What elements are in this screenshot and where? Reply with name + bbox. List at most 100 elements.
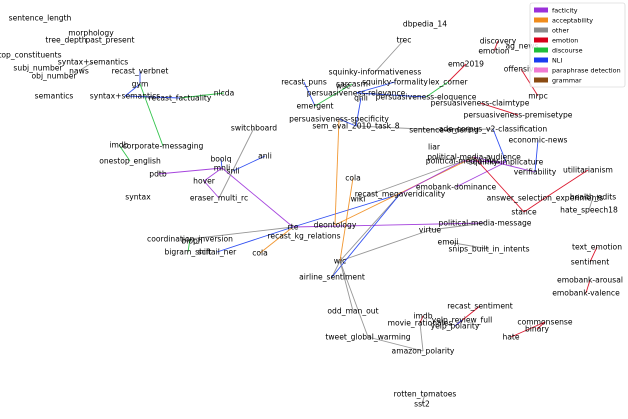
- node-label-snips: snips_built_in_intents: [448, 245, 529, 254]
- edge-rte-cola_2: [259, 226, 294, 254]
- node-label-political_media_audience: political-media-audience: [427, 153, 521, 162]
- edge-hover-eraser_multi_rc: [203, 180, 220, 199]
- node-label-amazon_polarity: amazon_polarity: [392, 347, 455, 356]
- edge-political_media_audience-verifiability: [473, 156, 536, 173]
- edge-sentence_ordering-ade_classification: [443, 128, 494, 131]
- node-label-biopho: bioph: [181, 237, 202, 246]
- edge-political_media_audience-stance: [473, 156, 525, 213]
- node-label-wiki: wiki: [351, 195, 366, 204]
- node-label-qnli: qnli: [354, 94, 368, 103]
- edge-recast_puns-emergent: [303, 81, 316, 107]
- node-label-squinky_informativeness: squinky-informativeness: [329, 68, 422, 77]
- edge-health_edits-hate_speech18: [588, 196, 594, 211]
- edge-yelp_review_full-yelp_polarity: [454, 319, 463, 327]
- node-label-odd_man_out: odd_man_out: [327, 307, 378, 316]
- node-label-nlcda: nlcda: [214, 89, 235, 98]
- node-label-utilitarianism: utilitarianism: [563, 166, 613, 175]
- node-label-verifiability: verifiability: [514, 168, 557, 177]
- node-label-emoji: emoji: [438, 238, 459, 247]
- node-label-naws: naws: [69, 67, 89, 76]
- node-label-emobank_arousal: emobank-arousal: [557, 276, 623, 285]
- node-label-emobank_dominance: emobank-dominance: [416, 183, 497, 192]
- node-label-commonsense: commonsense: [517, 318, 572, 327]
- node-label-sentence_length: sentence_length: [9, 14, 72, 23]
- edge-syntax_semantics_1-naws: [78, 61, 94, 72]
- edge-utilitarianism-answer_selection: [544, 169, 589, 199]
- node-label-ner: scitail_ner: [198, 248, 237, 257]
- edge-nlcda-recast_factuality: [179, 92, 225, 99]
- node-label-ade_classification: ade_corpus_v2-classification: [439, 125, 548, 134]
- edge-persuasiveness_specificity-sem_eval: [338, 118, 357, 127]
- node-label-stance: stance: [511, 208, 537, 217]
- edge-cola-wic: [339, 177, 354, 262]
- edge-odd_man_out-wic: [339, 260, 354, 312]
- node-label-bigram_shift: bigram_shift: [164, 248, 211, 257]
- edge-recast_factuality-syntax_semantics_2: [124, 95, 181, 99]
- node-label-deontology: deontology: [314, 221, 357, 230]
- legend-label-grammar: grammar: [552, 77, 582, 85]
- node-label-sst2: sst2: [414, 400, 430, 409]
- edge-wiki-political_media_audience: [357, 156, 475, 200]
- node-label-onestop_english: onestop_english: [99, 157, 161, 166]
- legend-swatch-NLI: [534, 57, 548, 63]
- edge-wic-airline_sentiment: [331, 260, 341, 278]
- node-label-offensive: offensive: [504, 65, 539, 74]
- edge-gym-syntax_semantics_2: [124, 83, 141, 97]
- edge-persuasiveness_claimtype-persuasiveness_premisetype: [479, 102, 519, 116]
- node-label-anli: anli: [258, 152, 272, 161]
- node-label-semantics: semantics: [35, 92, 74, 101]
- edge-deontology-persuasiveness_specificity: [334, 118, 340, 226]
- edge-layer: [78, 39, 598, 405]
- legend-swatch-grammar: [534, 77, 548, 83]
- legend-label-other: other: [552, 27, 569, 35]
- node-label-discovery: discovery: [480, 37, 517, 46]
- node-label-mrpc: mrpc: [528, 92, 548, 101]
- edge-ner-rte: [216, 226, 294, 253]
- node-label-sentence_ordering: sentence-ordering: [409, 126, 479, 135]
- edge-hover-mnli: [203, 167, 223, 182]
- node-label-tweet_global_warming: tweet_global_warming: [325, 333, 410, 342]
- node-label-persuasiveness_premisetype: persuasiveness-premisetype: [464, 111, 573, 120]
- edge-emobank_arousal-emobank_valence: [585, 279, 591, 294]
- node-label-health_edits: health_edits: [570, 193, 616, 202]
- edge-verifiability-economic_news: [534, 139, 539, 173]
- edge-mnli-pdtb: [157, 167, 223, 175]
- node-label-persuasiveness_claimtype: persuasiveness-claimtype: [431, 99, 530, 108]
- node-label-virtue: virtue: [419, 226, 442, 235]
- edge-commonsense-hate: [510, 321, 546, 338]
- node-label-sentiment_1: sentiment: [571, 258, 609, 267]
- node-label-hover: hover: [193, 177, 216, 186]
- edge-emoji-snips: [447, 241, 490, 250]
- node-label-cola_2: cola: [252, 249, 268, 258]
- node-label-recast_puns: recast_puns: [281, 78, 327, 87]
- edge-tweet_global_warming-amazon_polarity: [367, 336, 424, 352]
- edge-mnli-rte: [221, 167, 294, 228]
- edge-imdb_1-onestop_english: [118, 144, 131, 162]
- edge-rte-recast_megaveridicality: [292, 193, 401, 228]
- legend-label-acceptability: acceptability: [552, 17, 593, 25]
- edge-switchboard-eraser_multi_rc: [218, 127, 255, 199]
- node-label-dbpedia_14: dbpedia_14: [403, 20, 447, 29]
- node-label-binary: binary: [525, 325, 550, 334]
- node-label-eraser_multi_rc: eraser_multi_rc: [190, 194, 248, 203]
- edge-sem_eval-sentence_ordering: [355, 125, 445, 131]
- node-label-recast_verbnet: recast_verbnet: [112, 67, 169, 76]
- legend-swatch-other: [534, 27, 548, 33]
- edge-recast_megaveridicality-airline_sentiment: [331, 193, 401, 278]
- legend-label-discourse: discourse: [552, 47, 583, 55]
- node-label-lex_corner: lex_corner: [428, 78, 468, 87]
- node-label-text_emotion: text_emotion: [572, 243, 622, 252]
- edge-emobank_dominance-squinky_implicature: [455, 161, 507, 188]
- node-label-cola: cola: [345, 174, 361, 183]
- edge-wic-virtue: [339, 229, 431, 262]
- node-label-persuasiveness_eloquence: persuasiveness-eloquence: [376, 93, 477, 102]
- legend-label-facticity: facticity: [552, 7, 578, 15]
- node-label-movie_rationales: movie_rationales: [388, 319, 453, 328]
- legend-label-NLI: NLI: [552, 57, 562, 65]
- node-label-airline_sentiment: airline_sentiment: [299, 273, 365, 282]
- node-label-squinky_implicature: squinky-implicature: [469, 158, 544, 167]
- node-label-top_constituents: top_constituents: [0, 51, 62, 60]
- node-label-corporate_messaging: corporate-messaging: [123, 142, 204, 151]
- node-label-syntax_semantics_1: syntax+semantics: [58, 58, 129, 67]
